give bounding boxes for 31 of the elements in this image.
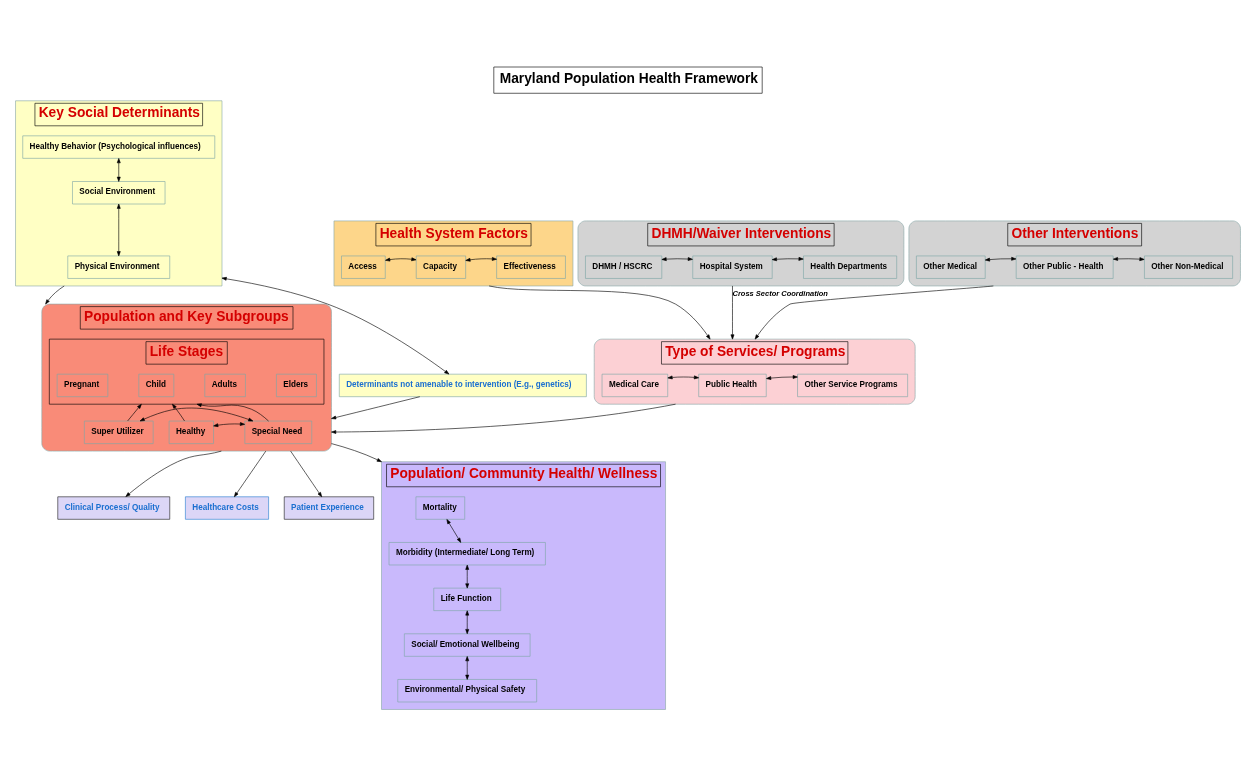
arrow	[730, 285, 735, 339]
arrow	[1112, 256, 1145, 261]
arrow	[221, 276, 450, 374]
arrow	[139, 407, 254, 421]
arrow	[290, 450, 323, 497]
arrow	[661, 256, 693, 261]
arrow	[754, 285, 994, 339]
arrow	[116, 157, 121, 182]
arrow	[196, 402, 269, 421]
arrow	[465, 564, 470, 588]
arrow	[465, 655, 470, 680]
arrow	[488, 285, 711, 339]
arrow	[766, 374, 798, 380]
arrow	[771, 256, 804, 261]
diagram-title: Maryland Population Health Framework	[499, 70, 758, 86]
arrow	[331, 395, 421, 419]
arrow	[984, 256, 1017, 261]
arrow	[465, 609, 470, 634]
arrow	[125, 450, 222, 497]
arrow	[172, 403, 185, 421]
arrow	[331, 442, 382, 462]
arrow	[331, 403, 676, 434]
arrow	[213, 421, 245, 427]
arrow	[667, 375, 699, 379]
arrow	[385, 256, 417, 261]
arrow	[446, 518, 462, 543]
arrow	[116, 203, 121, 256]
arrow	[127, 403, 142, 421]
arrow	[234, 450, 267, 497]
arrow	[465, 256, 497, 262]
arrow	[45, 285, 65, 304]
